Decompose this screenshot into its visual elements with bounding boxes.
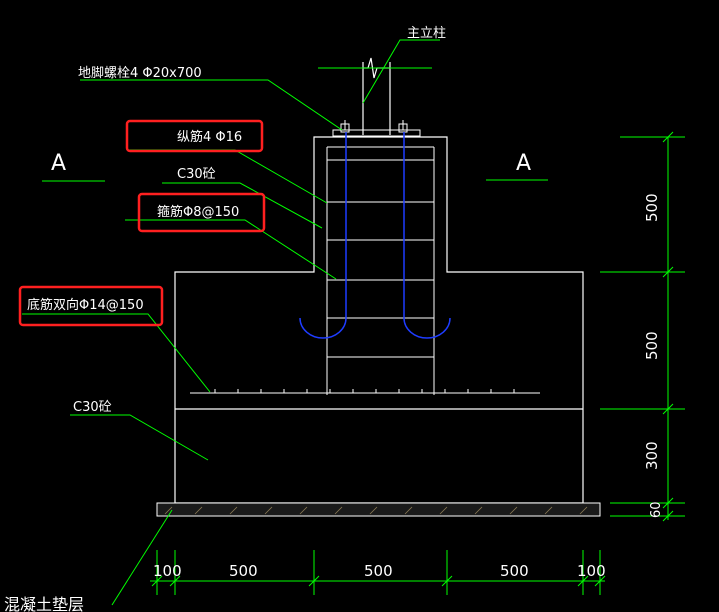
- anchor-bolts: [299, 132, 451, 339]
- section-mark-left: A: [42, 151, 105, 182]
- label-main-column: 主立柱: [407, 26, 446, 41]
- dim-v-1: 500: [643, 193, 661, 222]
- stirrup-cage: [326, 146, 435, 395]
- highlight-stirrup: [137, 192, 266, 233]
- bottom-rebar: [190, 389, 540, 394]
- label-anchor-bolt: 地脚螺栓4 Φ20x700: [78, 65, 202, 81]
- cushion-hatch: [164, 506, 588, 515]
- foundation-outline: [174, 136, 584, 504]
- section-mark-right: A: [486, 151, 548, 181]
- label-cushion: 混凝土垫层: [4, 595, 84, 612]
- leader-lines: [22, 39, 440, 606]
- dim-v-2: 500: [643, 331, 661, 360]
- dim-v-3: 300: [643, 441, 661, 470]
- section-mark-right-label: A: [516, 151, 531, 176]
- dim-h-4: 500: [500, 562, 529, 580]
- label-bottom-bar: 底筋双向Φ14@150: [27, 297, 144, 313]
- label-stirrup: 箍筋Φ8@150: [157, 204, 239, 220]
- cushion-layer: [156, 502, 601, 517]
- anchor-bolt-nuts: [340, 120, 408, 133]
- highlight-boxes: [18, 119, 266, 327]
- section-mark-left-label: A: [51, 151, 66, 176]
- highlight-bottom-bar: [18, 285, 164, 327]
- label-concrete-top: C30砼: [177, 167, 216, 182]
- base-plate: [332, 129, 421, 137]
- label-long-bar: 纵筋4 Φ16: [177, 129, 242, 145]
- dim-h-2: 500: [229, 562, 258, 580]
- horizontal-dimension-lines: [150, 550, 606, 595]
- label-concrete-base: C30砼: [73, 400, 112, 415]
- dim-v-4: 60: [649, 501, 664, 518]
- dim-h-3: 500: [364, 562, 393, 580]
- dim-h-5: 100: [577, 562, 606, 580]
- highlight-long-bar: [125, 119, 264, 153]
- dim-h-1: 100: [153, 562, 182, 580]
- vertical-dimension-lines: [600, 131, 685, 522]
